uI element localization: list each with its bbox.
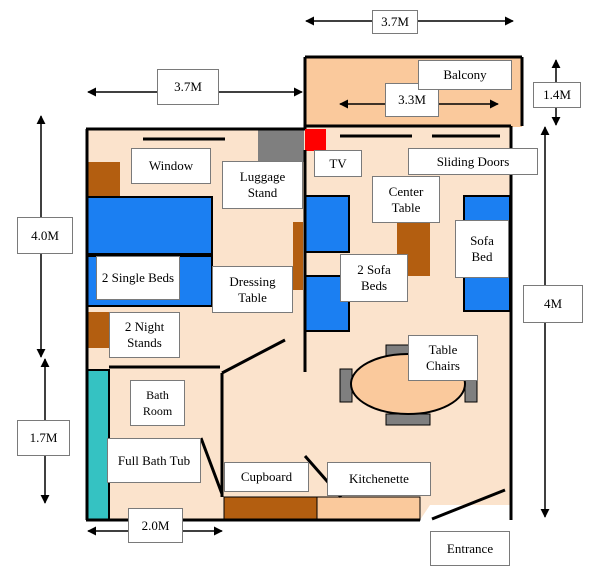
balcony-label: Balcony xyxy=(418,60,512,90)
sofa-beds-label: 2 Sofa Beds xyxy=(340,254,408,302)
chair-bottom xyxy=(385,413,431,426)
sofa-bed-label: Sofa Bed xyxy=(455,220,509,278)
kitchenette-label: Kitchenette xyxy=(327,462,431,496)
tv-block xyxy=(305,129,326,151)
dim-left-upper: 4.0M xyxy=(17,217,73,254)
sliding-doors-label: Sliding Doors xyxy=(408,148,538,175)
center-table-label: Center Table xyxy=(372,176,440,223)
window-label: Window xyxy=(131,148,211,184)
dim-right-main: 4M xyxy=(523,285,583,323)
luggage-stand-block xyxy=(258,130,304,162)
cupboard-block xyxy=(223,496,318,521)
luggage-stand-label: Luggage Stand xyxy=(222,161,303,209)
window-nightstand xyxy=(87,162,120,197)
dim-left-top: 3.7M xyxy=(157,69,219,105)
dim-left-lower: 1.7M xyxy=(17,420,70,456)
dim-top-balcony: 3.7M xyxy=(372,10,418,34)
single-bed-top xyxy=(86,196,213,255)
cupboard-label: Cupboard xyxy=(224,462,309,492)
kitchenette-counter xyxy=(316,496,421,521)
table-chairs-label: Table Chairs xyxy=(408,335,478,381)
dim-bottom-left: 2.0M xyxy=(128,508,183,543)
sofa-bed-left-upper xyxy=(304,195,350,253)
night-stands-label: 2 Night Stands xyxy=(109,312,180,358)
tv-label: TV xyxy=(314,150,362,177)
bath-tub xyxy=(86,369,110,521)
night-stand-lower xyxy=(87,312,109,348)
dressing-table-block xyxy=(293,222,303,290)
dressing-table-label: Dressing Table xyxy=(212,266,293,313)
dim-balcony-right: 1.4M xyxy=(533,82,581,108)
single-beds-label: 2 Single Beds xyxy=(96,256,180,300)
bath-room-label: Bath Room xyxy=(130,380,185,426)
window-marks xyxy=(143,134,500,141)
entrance-label: Entrance xyxy=(430,531,510,566)
full-bath-tub-label: Full Bath Tub xyxy=(107,438,201,483)
